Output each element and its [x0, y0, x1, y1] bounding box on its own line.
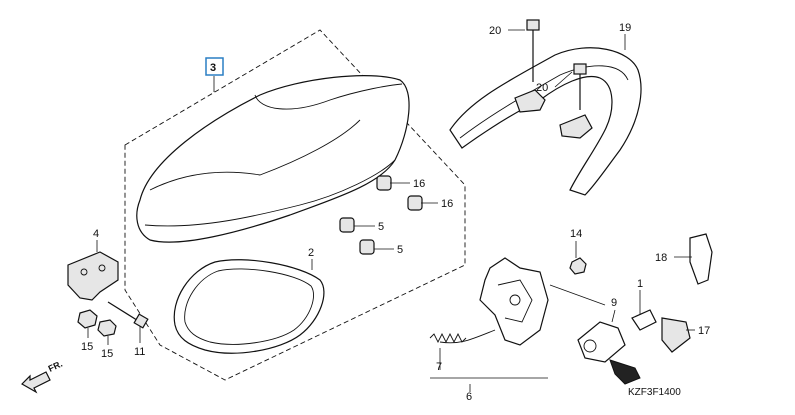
front-arrow-icon: [21, 371, 51, 394]
seat-rubber-seal-inner: [184, 268, 314, 345]
seat-lock-group: [429, 257, 606, 346]
callout-15-left: 15: [81, 341, 93, 353]
front-label: FR.: [47, 359, 64, 374]
callout-5-upper: 5: [378, 221, 384, 233]
callout-16-upper: 16: [413, 178, 425, 190]
callout-20-lower: 20: [536, 82, 548, 94]
grab-rail-mount-left: [514, 89, 546, 113]
nut-14: [569, 257, 587, 275]
callout-3-box: [205, 57, 224, 76]
leader-lines: [87, 29, 695, 392]
hinge-hole-1: [80, 268, 88, 276]
seat-assembly: [124, 29, 466, 381]
stopper-5-upper: [339, 217, 355, 233]
grab-rail-mount-right: [559, 114, 593, 139]
callout-3: 3: [210, 62, 216, 74]
seat-group-outline: [124, 29, 466, 381]
grab-rail-highlight: [459, 65, 629, 139]
seat-lock-body: [479, 257, 549, 346]
lock-clip-1: [631, 309, 657, 331]
hinge-bolt-head: [133, 313, 149, 329]
callout-2: 2: [308, 247, 314, 259]
seat-stitch-line: [149, 119, 361, 191]
key-cylinder-face: [583, 339, 597, 353]
seat-cushion: [136, 75, 410, 243]
bolt-20-lower-head: [573, 63, 587, 75]
callout-18: 18: [655, 252, 667, 264]
cushion-stoppers: [339, 175, 423, 255]
seat-hinge-bracket: [67, 251, 119, 301]
hinge-bolt-shaft: [107, 301, 141, 323]
callout-6: 6: [466, 391, 472, 403]
callout-9: 9: [611, 297, 617, 309]
hinge-hole-2: [98, 264, 106, 272]
nut-15-right: [97, 319, 117, 337]
lock-holder-17: [661, 317, 691, 353]
seat-rubber-seal: [173, 259, 325, 354]
callouts: 3 1 2 4 5 5 6 7 9 11 14 15 15 16 16 17 1…: [81, 22, 710, 403]
grab-rail-group: [449, 19, 642, 196]
stopper-5-lower: [359, 239, 375, 255]
seat-top-seam: [254, 83, 403, 110]
callout-20-upper: 20: [489, 25, 501, 37]
seat-lock-pivot: [509, 294, 521, 306]
callout-16-lower: 16: [441, 198, 453, 210]
callout-11: 11: [134, 346, 145, 358]
diagram-code: KZF3F1400: [628, 387, 681, 398]
seat-lock-cable: [439, 329, 496, 344]
seat-lock-detail: [497, 279, 533, 323]
seat-side-seam: [144, 159, 396, 227]
callout-7: 7: [436, 361, 442, 373]
bolt-20-upper-head: [526, 19, 540, 31]
callout-4: 4: [93, 228, 99, 240]
grab-rail: [449, 47, 642, 196]
stopper-16-lower: [407, 195, 423, 211]
return-spring: [429, 332, 467, 344]
helmet-holder-bracket-18: [689, 233, 713, 285]
ignition-key: [609, 359, 641, 385]
callout-5-lower: 5: [397, 244, 403, 256]
nut-15-left: [77, 309, 98, 329]
front-direction-indicator: FR.: [21, 359, 64, 394]
stopper-16-upper: [376, 175, 392, 191]
lock-group-bracket-line: [549, 284, 606, 306]
callout-14: 14: [570, 228, 582, 240]
callout-1: 1: [637, 278, 643, 290]
hinge-bracket-group: [67, 251, 149, 337]
callout-17: 17: [698, 325, 710, 337]
key-lock-group: [577, 233, 713, 385]
callout-15-right: 15: [101, 348, 113, 360]
callout-19: 19: [619, 22, 631, 34]
